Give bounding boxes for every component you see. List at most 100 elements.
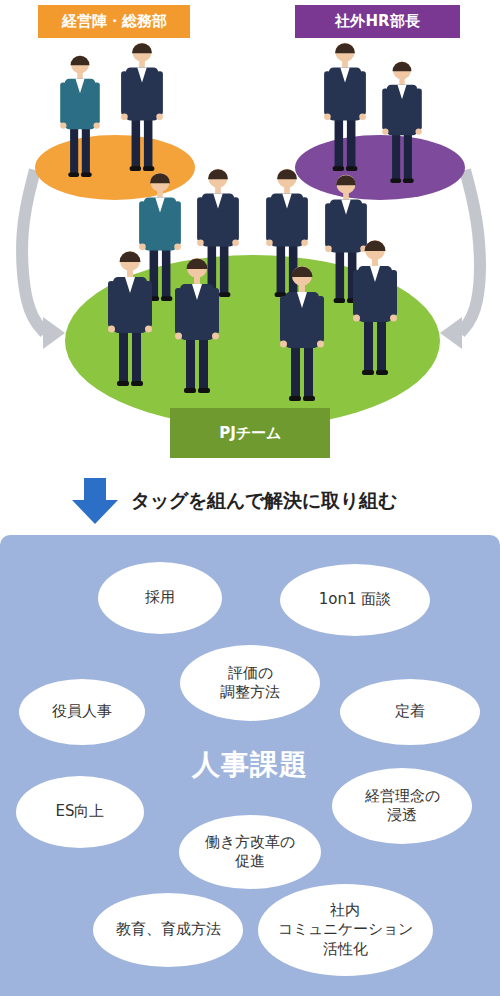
issue-oval: 評価の 調整方法 xyxy=(180,645,320,721)
issue-text: 働き方改革の 促進 xyxy=(205,833,295,872)
oval-fill xyxy=(340,679,480,745)
figure-part xyxy=(120,251,140,271)
figure-part xyxy=(271,193,303,246)
figure-part xyxy=(198,388,210,393)
figure-part xyxy=(71,56,90,65)
arrow-shaft xyxy=(22,170,45,333)
figure-part xyxy=(364,316,373,372)
figure-part xyxy=(365,241,386,252)
figure-part xyxy=(358,266,392,322)
figure-part xyxy=(336,175,356,185)
oval-fill xyxy=(332,768,472,844)
figure-part xyxy=(285,292,319,348)
figure-part xyxy=(359,113,366,120)
person-figure xyxy=(353,240,397,375)
arrow-shaft xyxy=(460,170,480,333)
figure-part xyxy=(144,197,176,250)
group-label: PJチーム xyxy=(219,424,281,443)
figure-part xyxy=(131,381,143,386)
figure-part xyxy=(347,115,356,168)
ground-ellipse-shape xyxy=(35,135,195,200)
oval-fill xyxy=(258,884,433,976)
figure-part xyxy=(150,173,170,183)
ground-ellipse-shape xyxy=(65,255,440,427)
figure-part xyxy=(139,243,146,250)
figure-part xyxy=(329,67,361,120)
issue-oval: 定着 xyxy=(340,679,480,745)
figure-part xyxy=(133,43,152,62)
panel-title: 人事課題 xyxy=(192,746,308,784)
figure-part xyxy=(353,315,360,322)
issue-oval: 経営理念の 浸透 xyxy=(332,768,472,844)
oval-fill xyxy=(179,815,321,889)
hr-manager-group: 社外HR部長 xyxy=(295,5,465,200)
figure-part xyxy=(278,169,297,188)
figure-part xyxy=(126,67,158,120)
figure-part xyxy=(70,124,78,174)
issue-oval: ES向上 xyxy=(16,776,144,848)
figure-part xyxy=(382,128,388,134)
oval-fill xyxy=(19,679,145,745)
figure-part xyxy=(202,193,234,246)
figure-part xyxy=(282,193,292,208)
issue-text: 評価の 調整方法 xyxy=(220,664,280,703)
figure-part xyxy=(212,333,219,340)
figure-part xyxy=(317,341,324,348)
issue-text: 経営理念の 浸透 xyxy=(365,787,440,826)
issue-oval: 社内 コミュニケーション 活性化 xyxy=(258,884,433,976)
issue-text: 社内 コミュニケーション 活性化 xyxy=(278,901,413,960)
figure-part xyxy=(132,115,141,168)
figure-part xyxy=(336,247,345,300)
figure-part xyxy=(108,326,115,333)
figure-part xyxy=(192,284,202,300)
oval-fill xyxy=(16,776,144,848)
figure-part xyxy=(330,199,362,252)
hr-issues-panel: 人事課題採用1on1 面談評価の 調整方法役員人事定着ES向上経営理念の 浸透働… xyxy=(0,535,500,996)
figure-part xyxy=(197,239,204,246)
figure-part xyxy=(403,178,414,183)
person-figure xyxy=(324,43,366,171)
figure-part xyxy=(94,122,100,128)
figure-part xyxy=(370,266,380,282)
figure-part xyxy=(144,115,153,168)
group-label: 社外HR部長 xyxy=(335,12,419,31)
flow-arrow xyxy=(22,170,65,349)
oval-fill xyxy=(93,893,243,967)
figure-part xyxy=(392,130,400,180)
figure-part xyxy=(143,166,154,171)
issue-text: ES向上 xyxy=(56,802,105,822)
figure-part xyxy=(291,342,300,398)
panel-title-holder: 人事課題 xyxy=(188,744,312,786)
figure-part xyxy=(137,67,147,82)
figure-part xyxy=(301,239,308,246)
figure-part xyxy=(65,79,96,129)
issue-oval: 働き方改革の 促進 xyxy=(179,815,321,889)
figure-part xyxy=(209,169,228,188)
issue-text: 定着 xyxy=(395,702,425,722)
figure-part xyxy=(325,245,332,252)
person-figure xyxy=(60,55,100,176)
figure-part xyxy=(180,284,214,340)
figure-part xyxy=(404,130,412,180)
figure-part xyxy=(232,239,239,246)
figure-part xyxy=(377,316,386,372)
figure-part xyxy=(334,298,345,303)
flow-arrow xyxy=(440,170,480,349)
figure-part xyxy=(117,381,129,386)
figure-part xyxy=(341,199,351,214)
figure-part xyxy=(162,245,171,298)
figure-part xyxy=(292,267,313,278)
label-box: 経営陣・総務部 xyxy=(38,5,190,38)
figure-part xyxy=(155,197,165,212)
figure-part xyxy=(336,43,355,62)
oval-fill xyxy=(280,564,430,636)
figure-part xyxy=(390,178,401,183)
issue-text: 採用 xyxy=(145,588,175,608)
group-label: 経営陣・総務部 xyxy=(62,12,167,31)
figure-part xyxy=(82,124,90,174)
issue-oval: 教育、育成方法 xyxy=(93,893,243,967)
figure-part xyxy=(199,334,208,390)
issue-text: 1on1 面談 xyxy=(319,590,392,610)
figure-part xyxy=(390,315,397,322)
figure-part xyxy=(416,128,422,134)
